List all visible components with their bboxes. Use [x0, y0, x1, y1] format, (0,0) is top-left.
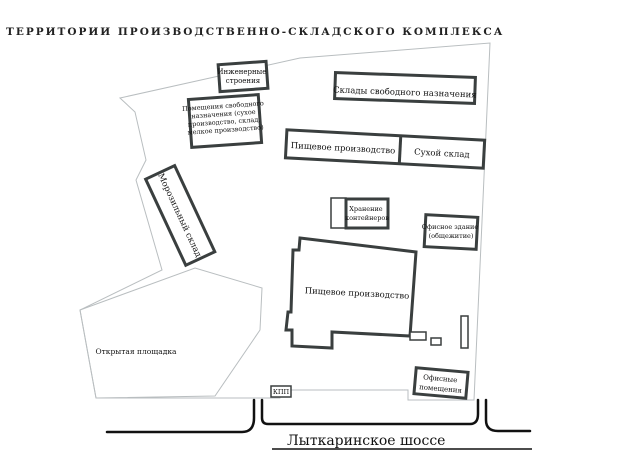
building-engineering[interactable]: Инженерные строения: [216, 59, 270, 94]
building-office-premises-line1: Офисные: [423, 373, 458, 384]
building-food-production-main[interactable]: Пищевое производство: [284, 236, 418, 350]
building-office-dormitory[interactable]: Офисное здание (общежитие): [422, 213, 481, 251]
auxiliary-structure: [460, 315, 469, 349]
building-free-purpose-warehouses[interactable]: Склады свободного назначения: [333, 71, 477, 105]
road-left-curb: [105, 398, 256, 434]
building-food-production-strip[interactable]: Пищевое производство Сухой склад: [283, 128, 487, 170]
building-office-premises-line2: помещения: [419, 383, 463, 395]
building-dry-warehouse-label: Сухой склад: [414, 148, 470, 161]
building-engineering-label-line1: Инженерные: [217, 68, 266, 76]
building-free-purpose-warehouses-label: Склады свободного назначения: [333, 84, 477, 100]
building-office-premises[interactable]: Офисные помещения: [412, 366, 470, 400]
building-checkpoint-label: КПП: [273, 388, 290, 396]
page-title: ТЕРРИТОРИИ ПРОИЗВОДСТВЕННО-СКЛАДСКОГО КО…: [6, 26, 505, 38]
building-office-dormitory-line2: (общежитие): [429, 232, 474, 240]
open-area-label: Открытая площадка: [96, 347, 178, 356]
building-office-dormitory-line1: Офисное здание: [422, 223, 479, 231]
building-free-purpose-premises[interactable]: Помещения свободного назначения (сухое п…: [182, 93, 268, 149]
road-name-label: Лыткаринское шоссе: [287, 433, 445, 449]
svg-text:Офисное здание (общежи: Офисное здание (общежитие): [422, 223, 481, 240]
auxiliary-structure: [430, 337, 442, 346]
building-container-storage[interactable]: Хранение контейнеров: [330, 197, 390, 230]
auxiliary-structure: [409, 331, 427, 341]
svg-text:Офисные помещения: Офисные помещения: [419, 373, 464, 395]
road-mid-curb: [260, 398, 480, 426]
svg-text:Помещения свободного н: Помещения свободного назначения (сухое п…: [182, 99, 268, 137]
open-area-zone: [79, 267, 263, 399]
svg-text:Инженерные строения: Инженерные строения: [217, 68, 268, 85]
building-checkpoint[interactable]: КПП: [270, 385, 292, 398]
building-container-storage-line2: контейнеров: [345, 214, 389, 222]
building-engineering-label-line2: строения: [226, 77, 261, 85]
road-right-curb: [484, 398, 532, 433]
svg-text:Хранение контейнеров: Хранение контейнеров: [345, 205, 389, 222]
building-container-storage-line1: Хранение: [349, 205, 383, 213]
